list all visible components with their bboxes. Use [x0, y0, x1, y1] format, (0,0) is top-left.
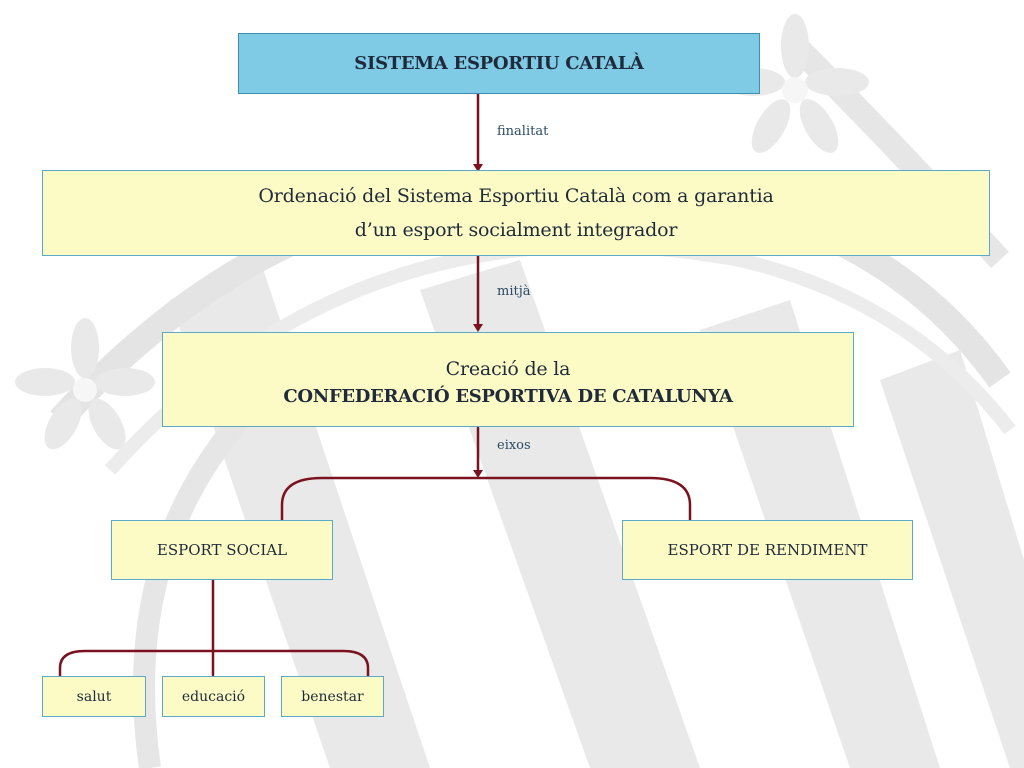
child-box-educacio: educació — [162, 676, 265, 717]
axis-label-esport-rendiment: ESPORT DE RENDIMENT — [667, 541, 868, 559]
axis-label-esport-social: ESPORT SOCIAL — [156, 541, 288, 559]
goal-box: Ordenació del Sistema Esportiu Català co… — [42, 170, 990, 256]
edge-label-finalitat: finalitat — [497, 124, 549, 139]
edge-label-mitja: mitjà — [497, 284, 531, 299]
means-box: Creació de la CONFEDERACIÓ ESPORTIVA DE … — [162, 332, 854, 427]
means-line-2: CONFEDERACIÓ ESPORTIVA DE CATALUNYA — [283, 386, 733, 407]
means-line-1: Creació de la — [445, 358, 571, 380]
child-label-salut: salut — [76, 688, 112, 705]
child-label-educacio: educació — [181, 688, 246, 705]
axis-box-esport-rendiment: ESPORT DE RENDIMENT — [622, 520, 913, 580]
child-box-salut: salut — [42, 676, 146, 717]
edge-label-eixos: eixos — [497, 438, 531, 453]
root-title: SISTEMA ESPORTIU CATALÀ — [354, 53, 644, 74]
child-label-benestar: benestar — [301, 688, 364, 705]
goal-line-1: Ordenació del Sistema Esportiu Català co… — [258, 185, 774, 207]
connector-children-bracket — [58, 649, 370, 678]
connector-axes-bracket — [280, 476, 692, 522]
root-box: SISTEMA ESPORTIU CATALÀ — [238, 33, 760, 94]
axis-box-esport-social: ESPORT SOCIAL — [111, 520, 333, 580]
child-box-benestar: benestar — [281, 676, 384, 717]
goal-line-2: d’un esport socialment integrador — [354, 219, 678, 241]
